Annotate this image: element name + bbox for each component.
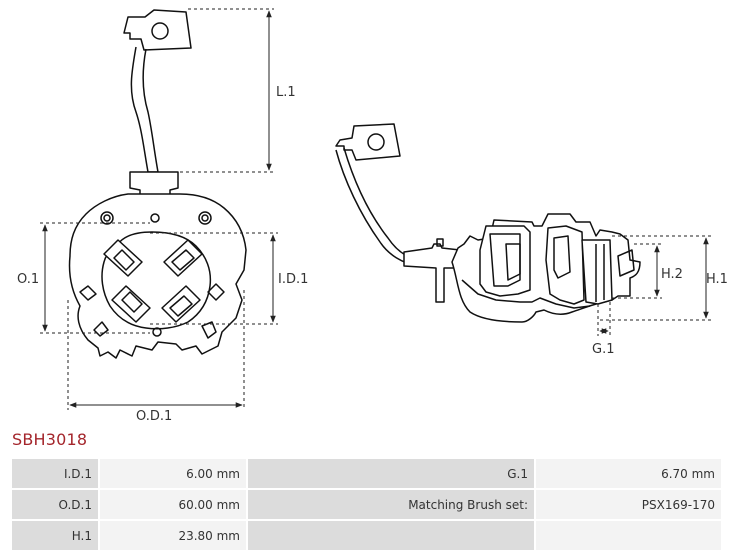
label-od1: O.D.1	[136, 409, 172, 424]
holder-plate-outline	[68, 193, 247, 359]
cable-front	[130, 46, 159, 173]
spec-value: 6.00 mm	[98, 457, 248, 490]
spec-value: 23.80 mm	[98, 519, 248, 552]
side-tab-4	[201, 321, 217, 339]
brush-right-clip	[553, 235, 571, 279]
side-view	[335, 123, 641, 323]
mount-hole-right-inner	[201, 214, 209, 222]
cable-clip-front	[129, 171, 179, 197]
spec-value: PSX169-170	[534, 488, 723, 521]
label-g1: G.1	[592, 342, 614, 357]
brush-box-left-detail	[489, 233, 521, 287]
holder-bore	[101, 231, 212, 330]
spec-label: I.D.1	[10, 457, 100, 490]
table-row: I.D.1 6.00 mm G.1 6.70 mm	[10, 457, 723, 490]
brush-box-lower-left	[111, 285, 151, 323]
brush-box-upper-right-slot	[171, 249, 195, 271]
spec-label: Matching Brush set:	[246, 488, 536, 521]
terminal-tab-front	[123, 9, 192, 51]
cable-side	[335, 147, 421, 267]
table-row: H.1 23.80 mm	[10, 519, 723, 552]
brush-box-upper-left-slot	[113, 249, 135, 271]
spec-value: 6.70 mm	[534, 457, 723, 490]
mount-hole-left-inner	[103, 214, 111, 222]
bottom-contour-side	[461, 279, 591, 309]
brush-box-lower-left-slot	[121, 291, 143, 313]
mount-hole-left	[100, 211, 114, 225]
brush-box-lower-right-slot	[169, 295, 193, 317]
spec-label: H.1	[10, 519, 100, 552]
mount-hole-right	[198, 211, 212, 225]
brush-block-right	[581, 239, 613, 305]
cable-clip-mark	[436, 238, 444, 247]
label-o1: O.1	[17, 272, 39, 287]
spec-label: G.1	[246, 457, 536, 490]
side-dimensions	[597, 235, 712, 336]
front-view	[68, 9, 247, 359]
side-tab-3	[93, 321, 109, 337]
spec-table: I.D.1 6.00 mm G.1 6.70 mm O.D.1 60.00 mm…	[10, 457, 723, 552]
tab-right-side	[617, 249, 635, 277]
front-dimensions	[40, 8, 278, 410]
brush-box-upper-left	[103, 239, 143, 277]
terminal-hole-front	[151, 22, 169, 40]
brush-box-upper-right	[163, 239, 203, 277]
label-h2: H.2	[661, 267, 683, 282]
brush-box-right-side	[545, 225, 585, 305]
part-code-title: SBH3018	[12, 430, 88, 449]
technical-drawing: L.1 O.1 I.D.1 O.D.1 H.1 H.2 G.1	[17, 8, 728, 424]
spec-label: O.D.1	[10, 488, 100, 521]
terminal-hole-side	[367, 133, 385, 151]
side-tab-1	[79, 285, 97, 301]
table-row: O.D.1 60.00 mm Matching Brush set: PSX16…	[10, 488, 723, 521]
label-h1: H.1	[706, 272, 728, 287]
side-tab-2	[207, 283, 225, 301]
brush-box-lower-right	[161, 285, 201, 323]
cable-clip-side	[403, 243, 461, 303]
spec-value: 60.00 mm	[98, 488, 248, 521]
mount-hole-bottom	[152, 327, 162, 337]
mount-hole-center	[150, 213, 160, 223]
label-l1: L.1	[276, 85, 296, 100]
spec-label	[246, 519, 536, 552]
brush-left-inner	[505, 243, 521, 281]
spec-value	[534, 519, 723, 552]
label-id1: I.D.1	[278, 272, 308, 287]
